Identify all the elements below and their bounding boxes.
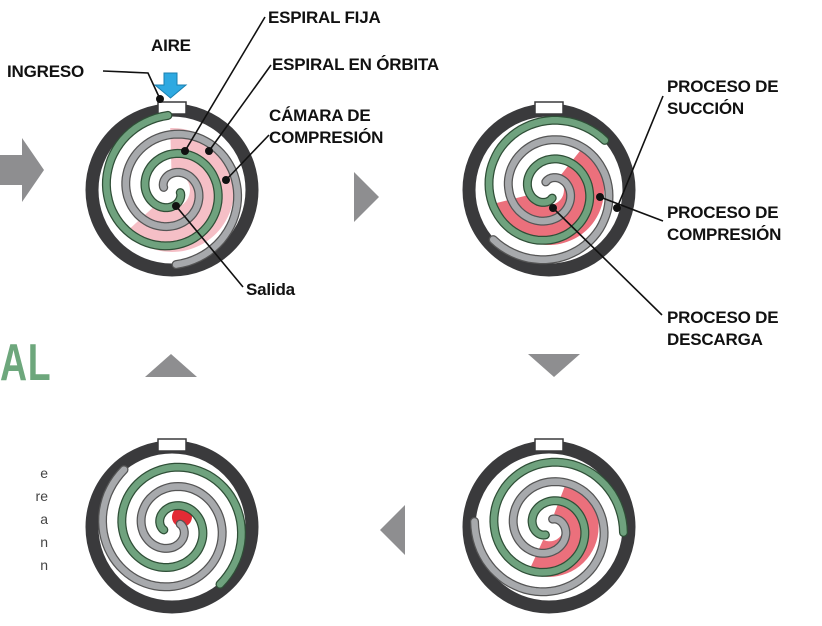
stage-process-overview bbox=[462, 101, 636, 277]
body-line: n bbox=[40, 557, 48, 573]
label-discharge-line1: PROCESO DE bbox=[667, 308, 779, 327]
flow-arrow-left-small-icon bbox=[380, 505, 405, 555]
flow-arrow-right-icon bbox=[354, 172, 379, 222]
leader-orbiting-scroll bbox=[205, 64, 272, 155]
label-compression-line2: COMPRESIÓN bbox=[667, 225, 782, 244]
label-suction-line1: PROCESO DE bbox=[667, 77, 779, 96]
label-orbiting-scroll: ESPIRAL EN ÓRBITA bbox=[272, 55, 439, 74]
flow-arrow-left-icon bbox=[0, 138, 44, 202]
body-line: a bbox=[40, 511, 48, 527]
orbiting-scroll bbox=[489, 136, 613, 263]
cropped-body-text: e re a n n bbox=[0, 462, 48, 577]
air-arrow-icon bbox=[153, 72, 188, 99]
fixed-scroll bbox=[490, 458, 627, 576]
fixed-scroll bbox=[118, 463, 245, 588]
label-outlet: Salida bbox=[246, 280, 295, 299]
orbiting-scroll bbox=[122, 130, 241, 268]
leader-lines bbox=[102, 16, 664, 316]
body-line: re bbox=[35, 488, 48, 504]
label-chamber-line1: CÁMARA DE bbox=[269, 106, 371, 125]
body-line: n bbox=[40, 534, 48, 550]
inlet-port bbox=[157, 438, 187, 452]
stage-discharge bbox=[85, 438, 259, 614]
orbiting-scroll bbox=[99, 466, 226, 591]
leader-discharge bbox=[549, 204, 663, 316]
fixed-scroll bbox=[103, 112, 222, 250]
body-line: e bbox=[40, 465, 48, 481]
flow-arrow-up-icon bbox=[145, 354, 197, 377]
label-air: AIRE bbox=[151, 36, 191, 55]
leader-compression bbox=[596, 193, 664, 222]
label-fixed-scroll: ESPIRAL FIJA bbox=[268, 8, 381, 27]
cropped-heading: AL bbox=[0, 334, 52, 392]
label-discharge-line2: DESCARGA bbox=[667, 330, 763, 349]
label-inlet: INGRESO bbox=[7, 62, 85, 81]
label-compression-line1: PROCESO DE bbox=[667, 203, 779, 222]
stage-compression-chamber bbox=[85, 101, 259, 277]
inlet-port bbox=[534, 438, 564, 452]
stage-compression bbox=[462, 438, 636, 614]
fixed-scroll bbox=[485, 117, 609, 244]
label-chamber-line2: COMPRESIÓN bbox=[269, 128, 384, 147]
inlet-port bbox=[534, 101, 564, 115]
flow-arrow-down-icon bbox=[528, 354, 580, 377]
leader-outlet bbox=[172, 202, 244, 288]
leader-suction bbox=[613, 95, 664, 212]
label-suction-line2: SUCCIÓN bbox=[667, 99, 744, 118]
leader-chamber bbox=[222, 134, 270, 184]
leader-inlet bbox=[102, 70, 164, 103]
orbiting-scroll bbox=[471, 478, 608, 596]
leader-fixed-scroll bbox=[181, 16, 266, 155]
